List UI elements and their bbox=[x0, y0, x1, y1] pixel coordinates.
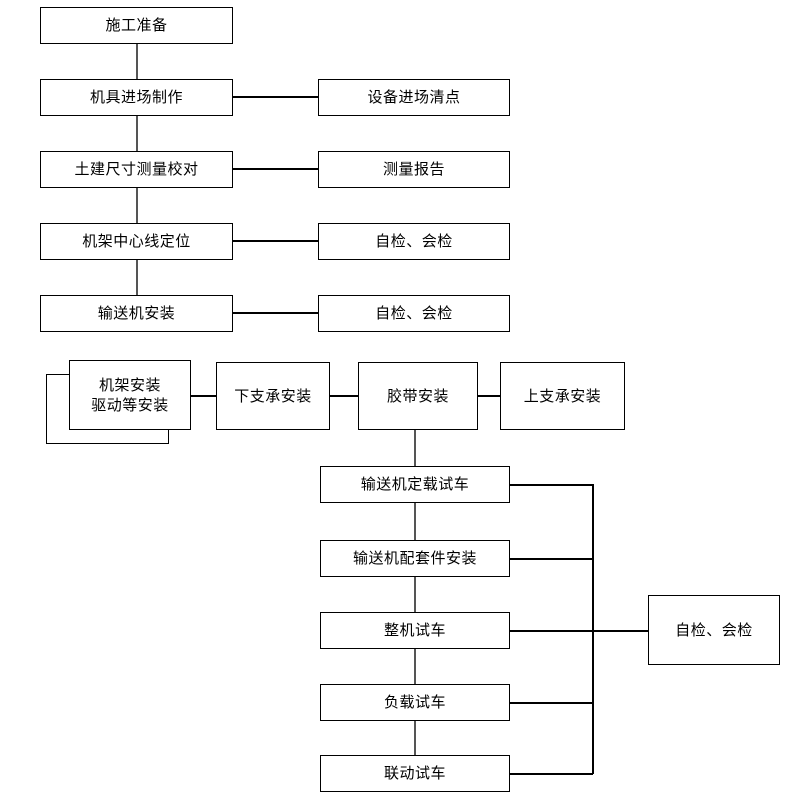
connector-belt-to-upper bbox=[478, 395, 500, 397]
bus-vertical-line bbox=[592, 484, 594, 774]
connector-lower-to-belt bbox=[330, 395, 358, 397]
node-conveyor-install[interactable]: 输送机安装 bbox=[40, 295, 233, 332]
node-rated-load-test[interactable]: 输送机定载试车 bbox=[320, 466, 510, 503]
node-inspect-3[interactable]: 自检、会检 bbox=[648, 595, 780, 665]
bus-stub-load-test bbox=[510, 702, 593, 704]
connector-whole-to-load bbox=[414, 648, 416, 684]
bus-stub-rated-test bbox=[510, 484, 593, 486]
node-tool-in[interactable]: 机具进场制作 bbox=[40, 79, 233, 116]
connector-civil-to-report bbox=[233, 168, 318, 170]
node-measure-report[interactable]: 测量报告 bbox=[318, 151, 510, 188]
bus-stub-whole-machine bbox=[510, 630, 593, 632]
node-upper-support[interactable]: 上支承安装 bbox=[500, 362, 625, 430]
connector-framedrive-to-lower bbox=[190, 395, 216, 397]
node-accessory-install[interactable]: 输送机配套件安装 bbox=[320, 540, 510, 577]
node-belt-install[interactable]: 胶带安装 bbox=[358, 362, 478, 430]
node-civil-measure[interactable]: 土建尺寸测量校对 bbox=[40, 151, 233, 188]
node-inspect-2[interactable]: 自检、会检 bbox=[318, 295, 510, 332]
connector-prep-to-tool bbox=[136, 43, 138, 79]
connector-tool-to-civil bbox=[136, 115, 138, 151]
connector-load-to-linked bbox=[414, 720, 416, 755]
node-lower-support[interactable]: 下支承安装 bbox=[216, 362, 330, 430]
node-frame-center[interactable]: 机架中心线定位 bbox=[40, 223, 233, 260]
connector-conveyor-to-inspect2 bbox=[233, 312, 318, 314]
node-load-test[interactable]: 负载试车 bbox=[320, 684, 510, 721]
node-frame-drive[interactable]: 机架安装 驱动等安装 bbox=[69, 360, 191, 430]
connector-ratedtest-to-accessory bbox=[414, 502, 416, 540]
node-inspect-1[interactable]: 自检、会检 bbox=[318, 223, 510, 260]
connector-accessory-to-whole bbox=[414, 576, 416, 612]
connector-tool-to-equipcheck bbox=[233, 96, 318, 98]
connector-bus-to-inspect3 bbox=[592, 630, 648, 632]
node-linked-test[interactable]: 联动试车 bbox=[320, 755, 510, 792]
bus-stub-linked-test bbox=[510, 773, 593, 775]
connector-belt-to-ratedtest bbox=[414, 430, 416, 466]
connector-frame-to-inspect1 bbox=[233, 240, 318, 242]
node-prep[interactable]: 施工准备 bbox=[40, 7, 233, 44]
node-equip-check[interactable]: 设备进场清点 bbox=[318, 79, 510, 116]
connector-frame-to-conveyor bbox=[136, 259, 138, 295]
bus-stub-accessory bbox=[510, 558, 593, 560]
connector-civil-to-frame bbox=[136, 187, 138, 223]
node-whole-machine-test[interactable]: 整机试车 bbox=[320, 612, 510, 649]
